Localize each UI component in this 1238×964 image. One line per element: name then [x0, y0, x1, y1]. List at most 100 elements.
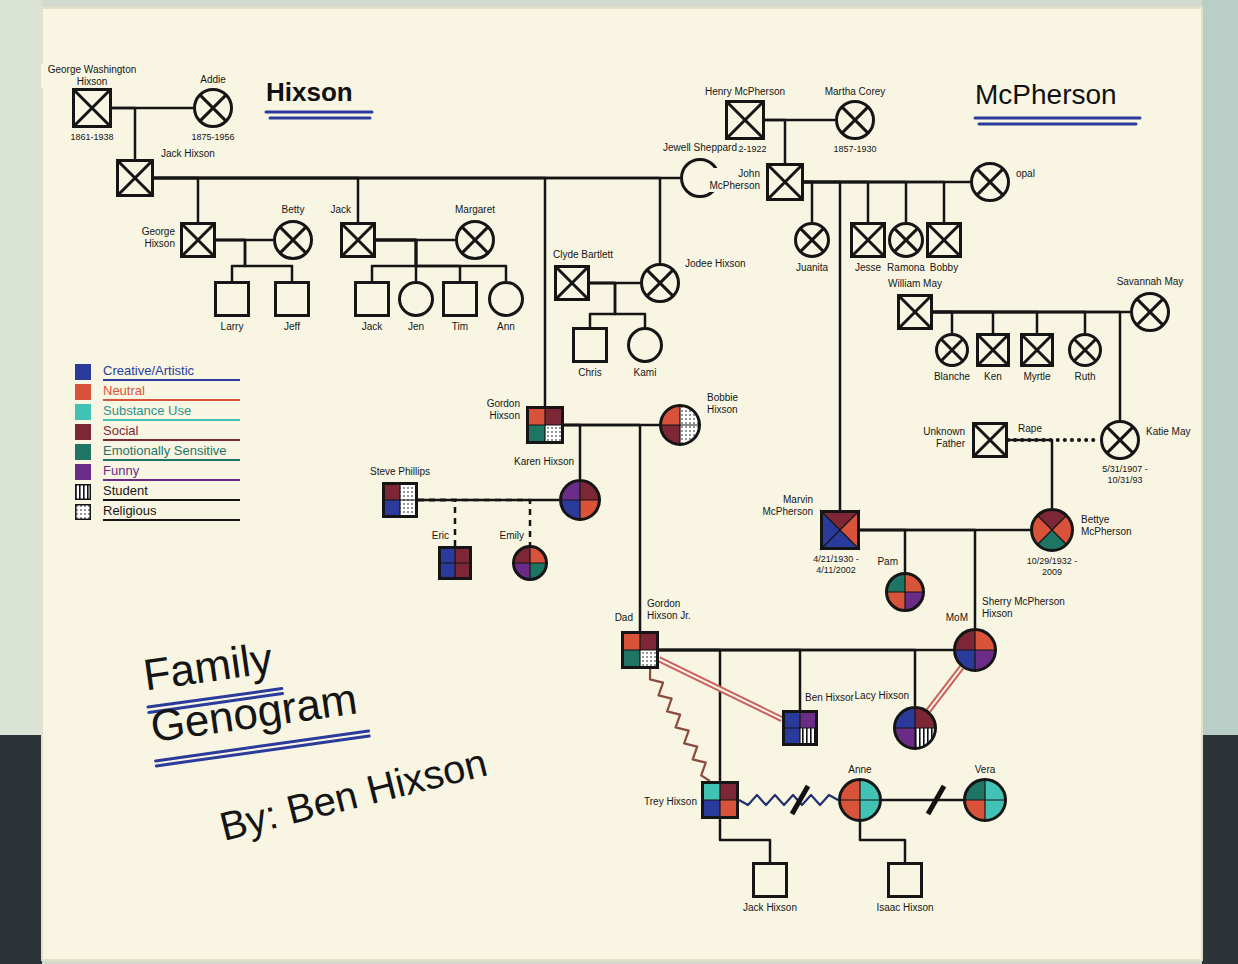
deceased-cross	[557, 268, 587, 298]
child-line	[804, 182, 812, 222]
person-symbol	[963, 778, 1007, 822]
person-name: Lacy Hixson	[854, 690, 910, 702]
person-name: Jack Hixson	[160, 148, 216, 160]
connector-group	[804, 182, 812, 222]
person-name: Dad	[614, 612, 634, 624]
life-dates: 10/29/1932 - 2009	[1018, 556, 1086, 578]
connector-group	[418, 500, 455, 546]
heading-underline	[975, 117, 1140, 120]
deceased-cross	[728, 103, 762, 137]
connector-group	[216, 240, 245, 281]
person-symbol	[935, 333, 969, 367]
person-symbol	[888, 222, 924, 258]
person-symbol	[455, 220, 495, 260]
person-square: Jack	[354, 281, 390, 317]
trait-divider	[559, 479, 601, 521]
male-square	[928, 224, 961, 257]
person-symbol	[752, 862, 788, 898]
female-circle	[400, 283, 433, 316]
person-symbol	[340, 222, 376, 258]
deceased-cross	[853, 225, 883, 255]
person-name: Marvin McPherson	[754, 494, 814, 518]
partner-line	[882, 799, 963, 802]
person-square: Ben Hixson	[782, 710, 818, 746]
male-square	[528, 408, 563, 443]
person-square: Clyde Bartlett	[554, 265, 590, 301]
person-symbol	[850, 222, 886, 258]
connector-inner	[928, 667, 961, 710]
deceased-cross	[343, 225, 373, 255]
legend-row: Substance Use	[75, 402, 240, 422]
trait-divider	[659, 404, 701, 446]
person-symbol	[1030, 508, 1074, 552]
female-circle	[457, 222, 494, 259]
female-circle	[629, 329, 662, 362]
divorce-slash	[792, 786, 808, 814]
person-name: Gordon Hixson Jr.	[646, 598, 706, 622]
connector-group	[765, 120, 785, 163]
connector-group	[376, 240, 460, 281]
deceased-cross	[979, 336, 1007, 364]
person-symbol	[794, 222, 830, 258]
person-symbol	[354, 281, 390, 317]
connector-group	[804, 182, 868, 222]
child-line	[112, 108, 135, 159]
legend-swatch	[75, 504, 91, 520]
separation-slash	[928, 786, 944, 814]
legend: Creative/ArtisticNeutralSubstance UseSoc…	[75, 362, 240, 522]
trait-divider	[820, 510, 860, 550]
person-name: Clyde Bartlett	[552, 249, 614, 261]
child-line	[765, 120, 785, 163]
female-circle	[955, 630, 996, 671]
person-symbol	[887, 862, 923, 898]
person-circle: Katie May5/31/1907 - 10/31/93	[1100, 420, 1140, 460]
person-name: Bettye McPherson	[1080, 514, 1146, 538]
person-symbol	[72, 88, 112, 128]
connector-group	[590, 283, 615, 327]
connector-group	[154, 178, 198, 222]
child-line	[933, 312, 1085, 333]
male-square	[623, 633, 658, 668]
connector-inner	[659, 659, 782, 719]
male-square	[1022, 335, 1053, 366]
legend-text: Social	[103, 423, 240, 441]
child-line	[590, 283, 645, 327]
legend-row: Emotionally Sensitive	[75, 442, 240, 462]
person-symbol	[725, 100, 765, 140]
person-symbol	[398, 281, 434, 317]
child-line	[154, 178, 198, 222]
legend-text: Student	[103, 483, 240, 501]
connector-group	[154, 178, 545, 406]
person-symbol	[1020, 333, 1054, 367]
person-symbol	[885, 572, 925, 612]
person-symbol	[512, 545, 548, 581]
connector-group	[1008, 440, 1052, 508]
person-name: George Washington Hixson	[41, 64, 143, 88]
male-square	[574, 329, 607, 362]
person-symbol	[976, 333, 1010, 367]
person-circle: Addie1875-1956	[193, 88, 233, 128]
life-dates: 1857-1930	[832, 144, 877, 155]
child-line	[933, 312, 1120, 420]
connector-group	[372, 240, 416, 281]
child-line	[933, 312, 993, 333]
person-name: Savannah May	[1116, 276, 1185, 288]
person-name: Ken	[983, 371, 1003, 383]
person-name: MoM	[945, 612, 969, 624]
female-circle	[965, 780, 1006, 821]
person-symbol	[701, 781, 739, 819]
person-circle: Ann	[488, 281, 524, 317]
person-circle: Bettye McPherson10/29/1932 - 2009	[1030, 508, 1074, 552]
child-line	[1008, 440, 1052, 508]
legend-row: Funny	[75, 462, 240, 482]
female-circle	[890, 224, 923, 257]
person-name: Bobby	[929, 262, 959, 274]
legend-swatch	[75, 464, 91, 480]
male-square	[74, 90, 111, 127]
person-square: Isaac Hixson	[887, 862, 923, 898]
male-square	[444, 283, 477, 316]
legend-pattern	[76, 505, 91, 520]
person-name: Jen	[407, 321, 425, 333]
person-name: Chris	[577, 367, 602, 379]
